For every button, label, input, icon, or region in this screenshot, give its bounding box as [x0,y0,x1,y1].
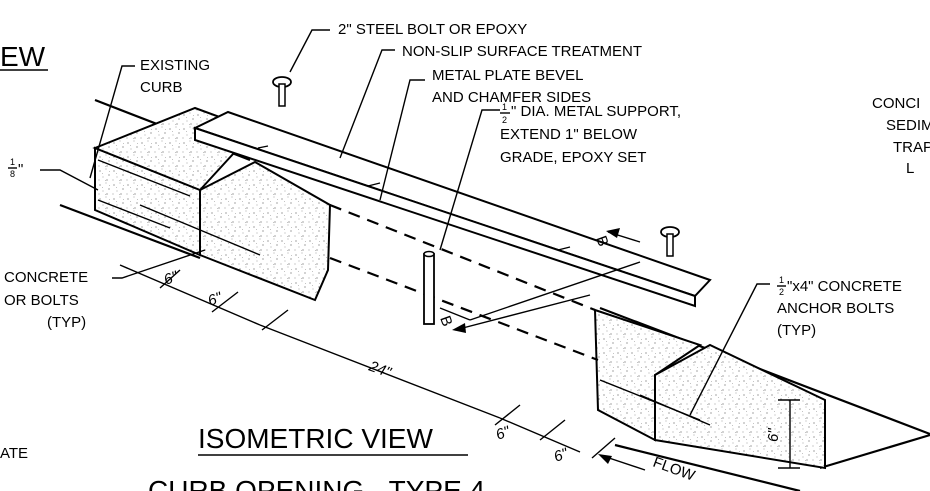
right-anchor-label: "x4" CONCRETE [787,278,902,295]
right-anchor-label: ANCHOR BOLTS [777,300,894,317]
eighth-inch-label: " [18,161,23,178]
existing-curb-label: CURB [140,79,183,96]
left-anchor-label: CONCRETE [4,269,88,286]
right-anchor-label: (TYP) [777,322,816,339]
metal-plate [192,110,712,308]
dimension-6a: 6" [162,268,181,289]
concrete-sediment-label: CONCI [872,95,920,112]
leader-lines [40,29,770,416]
metal-support-label: " DIA. METAL SUPPORT, [511,103,681,120]
steel-bolt-icon [272,76,292,107]
left-anchor-label: (TYP) [47,314,86,331]
dimension-6d: 6" [552,445,571,466]
steel-bolt-icon [660,226,680,257]
support-fraction-den: 2 [502,115,507,125]
dimension-6c: 6" [494,423,513,444]
concrete-sediment-label: L [906,160,914,177]
left-anchor-label: OR BOLTS [4,292,79,309]
non-slip-label: NON-SLIP SURFACE TREATMENT [402,43,642,60]
eighth-fraction-num: 1 [10,157,15,167]
right-anchor-fraction-num: 1 [779,275,784,285]
isometric-view-title: ISOMETRIC VIEW [198,423,433,454]
section-b-label: B [436,314,455,329]
dimension-lines [119,264,800,471]
right-anchor-fraction-den: 2 [779,287,784,297]
section-b-arrows [439,228,641,333]
concrete-sediment-label: SEDIM [886,117,930,134]
partial-view-label: EW [0,41,46,72]
concrete-sediment-label: TRAP [893,139,930,156]
hidden-opening-lines [329,203,599,362]
metal-support-label: GRADE, EPOXY SET [500,149,646,166]
left-bottom-partial-label: ATE [0,445,28,462]
dimension-24: 24" [366,357,394,381]
curb-opening-title: CURB OPENING - TYPE 4 [148,475,485,491]
existing-curb-label: EXISTING [140,57,210,74]
metal-support-label: EXTEND 1" BELOW [500,126,638,143]
right-curb-block [593,308,826,470]
support-fraction-num: 1 [502,102,507,112]
metal-support-post [423,250,435,325]
dimension-6-vertical: 6" [765,428,782,442]
eighth-fraction-den: 8 [10,169,15,179]
dimension-6b: 6" [206,289,225,310]
steel-bolt-label: 2" STEEL BOLT OR EPOXY [338,21,527,38]
flow-label: FLOW [651,454,698,485]
left-curb-block [92,106,332,302]
metal-plate-label: METAL PLATE BEVEL [432,67,583,84]
metal-plate-label: AND CHAMFER SIDES [432,89,591,106]
